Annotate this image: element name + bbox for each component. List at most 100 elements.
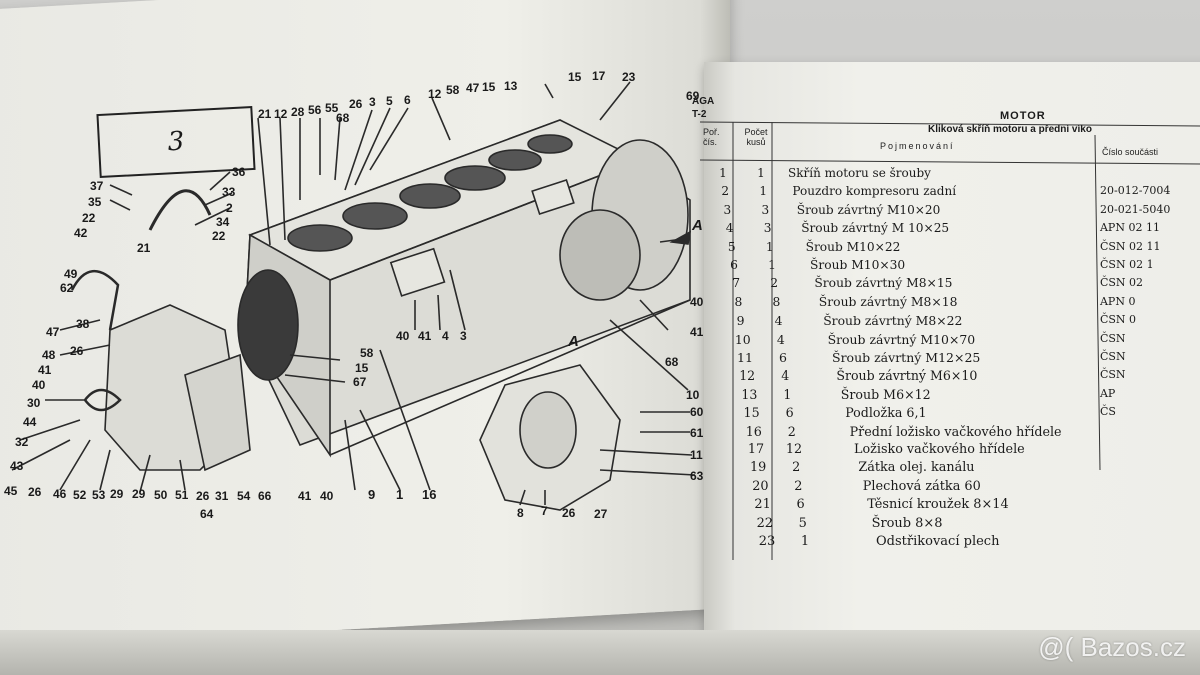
cell-name: Skříň motoru se šrouby bbox=[788, 166, 931, 180]
cell-no: 12 bbox=[739, 368, 756, 384]
callout: 3 bbox=[460, 329, 467, 343]
cell-part: 20-021-5040 bbox=[1099, 202, 1171, 216]
callout: 13 bbox=[504, 79, 518, 93]
cell-name: Šroub M10×30 bbox=[810, 258, 906, 272]
cell-no: 11 bbox=[737, 350, 753, 365]
cell-no: 21 bbox=[754, 497, 771, 513]
callout: 58 bbox=[446, 83, 460, 97]
page-subtitle: Kliková skříň motoru a přední víko bbox=[928, 124, 1092, 135]
callout: 22 bbox=[82, 211, 96, 225]
callout: 7 bbox=[541, 504, 548, 518]
cell-no: 7 bbox=[732, 276, 741, 291]
cell-qty: 2 bbox=[792, 460, 801, 476]
cell-name: Přední ložisko vačkového hřídele bbox=[849, 423, 1062, 439]
cell-name: Šroub závrtný M10×70 bbox=[827, 331, 976, 347]
callout: 10 bbox=[686, 388, 700, 402]
cell-qty: 1 bbox=[757, 166, 765, 180]
cell-part: APN 02 11 bbox=[1099, 221, 1160, 235]
cell-name: Šroub M10×22 bbox=[805, 239, 901, 254]
callout: 15 bbox=[482, 80, 496, 94]
cell-qty: 4 bbox=[776, 331, 785, 347]
callout: 43 bbox=[10, 459, 24, 473]
cell-name: Šroub závrtný M8×22 bbox=[823, 313, 963, 329]
cell-name: Šroub závrtný M8×15 bbox=[814, 276, 953, 291]
cell-part: ČS bbox=[1099, 405, 1116, 419]
cell-part: AP bbox=[1099, 386, 1116, 400]
callout: 23 bbox=[622, 70, 636, 84]
callout: 54 bbox=[237, 489, 251, 503]
callout: 2 bbox=[226, 201, 233, 215]
cell-name: Šroub závrtný M 10×25 bbox=[801, 221, 950, 236]
cell-qty: 4 bbox=[781, 368, 790, 384]
cell-name: Šroub závrtný M6×10 bbox=[836, 368, 978, 384]
cell-qty: 1 bbox=[759, 184, 768, 199]
callout: 30 bbox=[27, 396, 41, 410]
callout: 58 bbox=[360, 346, 374, 360]
callout: 68 bbox=[336, 111, 350, 125]
callout: 4 bbox=[442, 329, 449, 343]
callout: 5 bbox=[386, 94, 393, 108]
callout: 6 bbox=[404, 93, 411, 107]
cell-no: 23 bbox=[758, 534, 776, 549]
callout: 21 bbox=[258, 107, 272, 121]
callout: 26 bbox=[196, 489, 210, 503]
callout: 60 bbox=[690, 405, 704, 419]
callout: 41 bbox=[298, 489, 312, 503]
cell-name: Odstřikovací plech bbox=[876, 534, 1000, 549]
cell-qty: 12 bbox=[785, 442, 803, 457]
cell-no: 1 bbox=[719, 166, 727, 180]
callout: 1 bbox=[396, 487, 404, 502]
cell-name: Těsnicí kroužek 8×14 bbox=[867, 497, 1009, 513]
callout: 50 bbox=[154, 488, 168, 502]
cell-no: 19 bbox=[750, 460, 767, 476]
cell-no: 22 bbox=[756, 515, 774, 531]
callout: 37 bbox=[90, 179, 104, 193]
cell-qty: 6 bbox=[785, 405, 794, 421]
callout: 11 bbox=[690, 448, 703, 462]
cell-part: ČSN 0 bbox=[1099, 313, 1137, 327]
callout: 28 bbox=[291, 105, 305, 119]
cell-qty: 1 bbox=[768, 258, 776, 272]
callout: 41 bbox=[690, 325, 704, 339]
callout: 40 bbox=[320, 489, 334, 503]
callout: 29 bbox=[132, 487, 146, 501]
cell-qty: 2 bbox=[770, 276, 779, 291]
column-header-qty: Počet kusů bbox=[744, 127, 768, 147]
callout: 15 bbox=[568, 70, 582, 84]
callout: 9 bbox=[368, 487, 376, 502]
cell-part: ČSN bbox=[1099, 331, 1126, 345]
cell-name: Šroub 8×8 bbox=[871, 515, 943, 531]
callout: 38 bbox=[76, 317, 90, 331]
callout: 66 bbox=[258, 489, 272, 503]
callout: 26 bbox=[562, 506, 576, 520]
cell-qty: 2 bbox=[787, 423, 796, 439]
callout: 40 bbox=[396, 329, 410, 343]
cell-qty: 1 bbox=[783, 386, 792, 402]
callout: 47 bbox=[466, 81, 480, 95]
cell-no: 9 bbox=[736, 313, 745, 329]
callout: 49 bbox=[64, 267, 78, 281]
cell-part: ČSN 02 11 bbox=[1099, 239, 1161, 253]
callout: 12 bbox=[274, 107, 288, 121]
callout: 3 bbox=[369, 95, 376, 109]
cell-no: 4 bbox=[725, 221, 734, 236]
callout: 69 bbox=[686, 89, 700, 103]
callout: 21 bbox=[137, 241, 151, 255]
cell-name: Plechová zátka 60 bbox=[862, 478, 981, 494]
callout: 41 bbox=[38, 363, 52, 377]
cell-qty: 8 bbox=[772, 294, 781, 309]
callout: 27 bbox=[594, 507, 608, 521]
cell-name: Šroub závrtný M10×20 bbox=[796, 202, 941, 217]
cell-name: Šroub závrtný M8×18 bbox=[818, 294, 958, 309]
cell-qty: 1 bbox=[800, 534, 810, 549]
cell-no: 20 bbox=[752, 478, 769, 494]
cell-name: Zátka olej. kanálu bbox=[858, 460, 975, 476]
book-edge bbox=[0, 630, 1200, 675]
callout: 32 bbox=[15, 435, 29, 449]
callout: 51 bbox=[175, 488, 189, 502]
cell-qty: 1 bbox=[765, 239, 774, 254]
cell-no: 3 bbox=[723, 202, 732, 217]
callout: 46 bbox=[53, 487, 67, 501]
callout: 61 bbox=[690, 426, 704, 440]
